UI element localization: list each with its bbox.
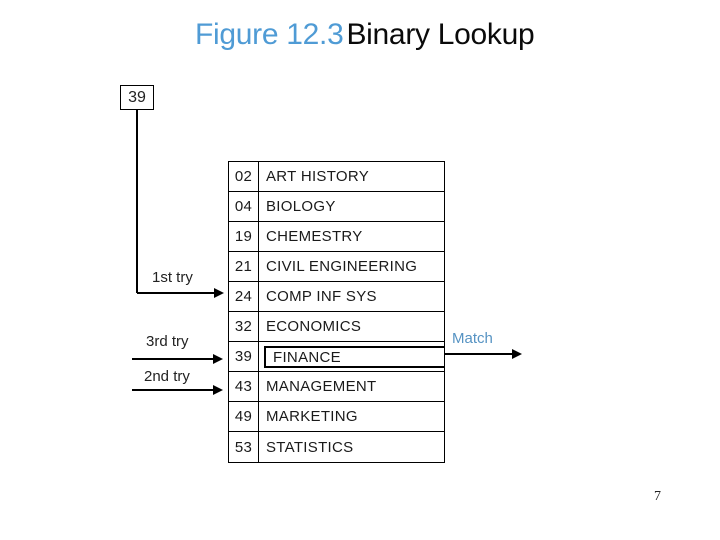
third-try-label: 3rd try xyxy=(146,333,189,350)
matched-value-box: FINANCE xyxy=(264,346,444,368)
row-name: BIOLOGY xyxy=(266,198,336,215)
row-code: 32 xyxy=(229,312,259,341)
row-name: COMP INF SYS xyxy=(266,288,377,305)
table-row: 32 ECONOMICS xyxy=(229,312,444,342)
title-text: Binary Lookup xyxy=(346,18,535,51)
table-row: 21 CIVIL ENGINEERING xyxy=(229,252,444,282)
table-row: 53 STATISTICS xyxy=(229,432,444,462)
row-code: 53 xyxy=(229,432,259,462)
row-code: 49 xyxy=(229,402,259,431)
row-name: CIVIL ENGINEERING xyxy=(266,258,418,275)
first-try-label: 1st try xyxy=(152,269,193,286)
row-name: CHEMESTRY xyxy=(266,228,363,245)
second-try-label: 2nd try xyxy=(144,368,190,385)
search-key-box: 39 xyxy=(120,85,154,110)
row-name: MANAGEMENT xyxy=(266,378,377,395)
search-key-value: 39 xyxy=(128,88,146,106)
row-name: MARKETING xyxy=(266,408,358,425)
row-name: STATISTICS xyxy=(266,438,354,456)
row-name: ECONOMICS xyxy=(266,318,362,335)
table-row: 19 CHEMESTRY xyxy=(229,222,444,252)
row-name: ART HISTORY xyxy=(266,168,370,185)
table-row: 43 MANAGEMENT xyxy=(229,372,444,402)
row-name: FINANCE xyxy=(259,342,444,371)
match-label: Match xyxy=(452,330,493,347)
first-try-arrow xyxy=(137,288,224,298)
table-row: 04 BIOLOGY xyxy=(229,192,444,222)
row-code: 04 xyxy=(229,192,259,221)
row-code: 39 xyxy=(229,342,259,371)
third-try-arrow xyxy=(132,354,223,364)
row-code: 24 xyxy=(229,282,259,311)
row-code: 43 xyxy=(229,372,259,401)
table-row-matched: 39 FINANCE xyxy=(229,342,444,372)
figure-number-label: Figure 12.3 xyxy=(195,18,344,51)
table-row: 49 MARKETING xyxy=(229,402,444,432)
row-code: 19 xyxy=(229,222,259,251)
page-number: 7 xyxy=(654,489,661,504)
matched-value: FINANCE xyxy=(273,348,341,366)
table-row: 02 ART HISTORY xyxy=(229,162,444,192)
match-arrow xyxy=(440,349,522,359)
connector-line xyxy=(136,109,138,293)
table-row: 24 COMP INF SYS xyxy=(229,282,444,312)
second-try-arrow xyxy=(132,385,223,395)
row-code: 02 xyxy=(229,162,259,191)
row-code: 21 xyxy=(229,252,259,281)
lookup-table: 02 ART HISTORY 04 BIOLOGY 19 CHEMESTRY 2… xyxy=(228,161,445,463)
